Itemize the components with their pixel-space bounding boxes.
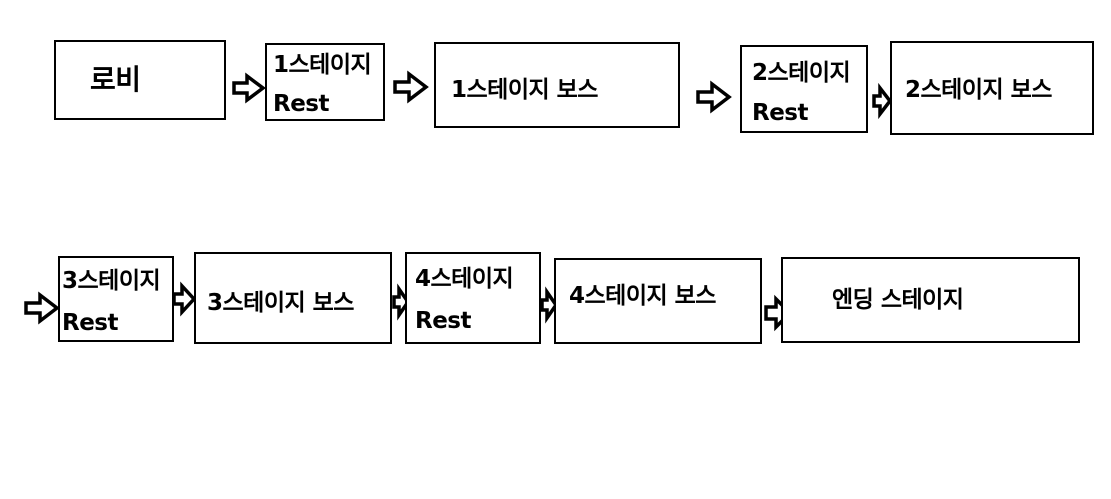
stage-label-stage1-rest-sub: Rest <box>273 91 330 117</box>
right-arrow-icon <box>393 70 429 104</box>
stage-box-stage2-boss <box>890 41 1094 135</box>
stage-label-stage3-rest-sub: Rest <box>62 310 119 336</box>
stage-label-stage4-rest-sub: Rest <box>415 308 472 334</box>
right-arrow-icon <box>232 72 266 104</box>
right-arrow-icon <box>24 291 60 325</box>
stage-label-lobby: 로비 <box>90 63 141 96</box>
stage-box-stage4-rest <box>405 252 541 344</box>
stage-box-stage2-rest <box>740 45 868 133</box>
stage-label-ending: 엔딩 스테이지 <box>832 287 964 313</box>
right-arrow-icon <box>540 286 559 324</box>
stage-label-stage2-rest-title: 2스테이지 <box>752 60 851 86</box>
stage-label-stage4-rest-title: 4스테이지 <box>415 266 514 292</box>
stage-label-stage1-rest-title: 1스테이지 <box>273 52 372 78</box>
stage-box-ending <box>781 257 1080 343</box>
stage-label-stage2-rest-sub: Rest <box>752 100 809 126</box>
stage-box-stage1-boss <box>434 42 680 128</box>
stage-box-stage1-rest <box>265 43 385 121</box>
stage-box-stage4-boss <box>554 258 762 344</box>
right-arrow-icon <box>696 80 732 114</box>
stage-label-stage1-boss: 1스테이지 보스 <box>451 77 598 103</box>
stage-box-lobby <box>54 40 226 120</box>
stage-label-stage2-boss: 2스테이지 보스 <box>905 77 1052 103</box>
stage-label-stage3-rest-title: 3스테이지 <box>62 268 161 294</box>
stage-box-stage3-boss <box>194 252 392 344</box>
stage-label-stage3-boss: 3스테이지 보스 <box>207 290 354 316</box>
right-arrow-icon <box>872 82 893 120</box>
stage-box-stage3-rest <box>58 256 174 342</box>
right-arrow-icon <box>172 281 197 317</box>
right-arrow-icon <box>392 283 411 321</box>
stage-label-stage4-boss: 4스테이지 보스 <box>569 283 716 309</box>
